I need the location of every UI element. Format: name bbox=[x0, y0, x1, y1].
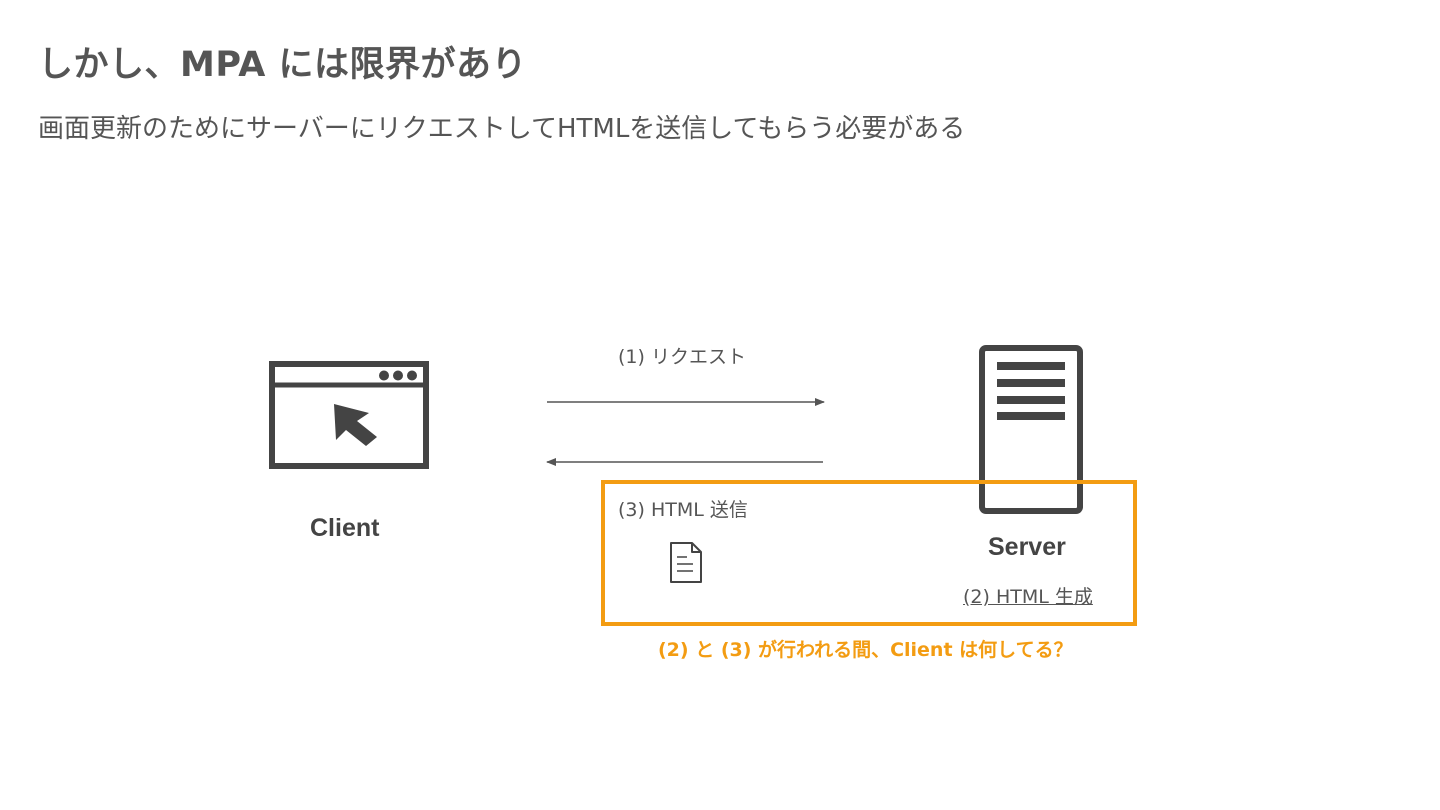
request-label: (1) リクエスト bbox=[618, 346, 746, 368]
generate-label: (2) HTML 生成 bbox=[963, 586, 1093, 608]
highlight-box bbox=[601, 480, 1137, 626]
question-label: (2) と (3) が行われる間、Client は何してる？ bbox=[658, 639, 1073, 661]
response-label: (3) HTML 送信 bbox=[618, 499, 748, 521]
server-label: Server bbox=[988, 533, 1066, 561]
slide-title: しかし、MPA には限界があり bbox=[38, 45, 528, 85]
client-label: Client bbox=[310, 514, 380, 542]
document-icon bbox=[670, 542, 702, 583]
browser-window-cursor-icon bbox=[269, 361, 429, 469]
server-tower-icon bbox=[979, 345, 1083, 514]
slide-subtitle: 画面更新のためにサーバーにリクエストしてHTMLを送信してもらう必要がある bbox=[38, 114, 966, 144]
